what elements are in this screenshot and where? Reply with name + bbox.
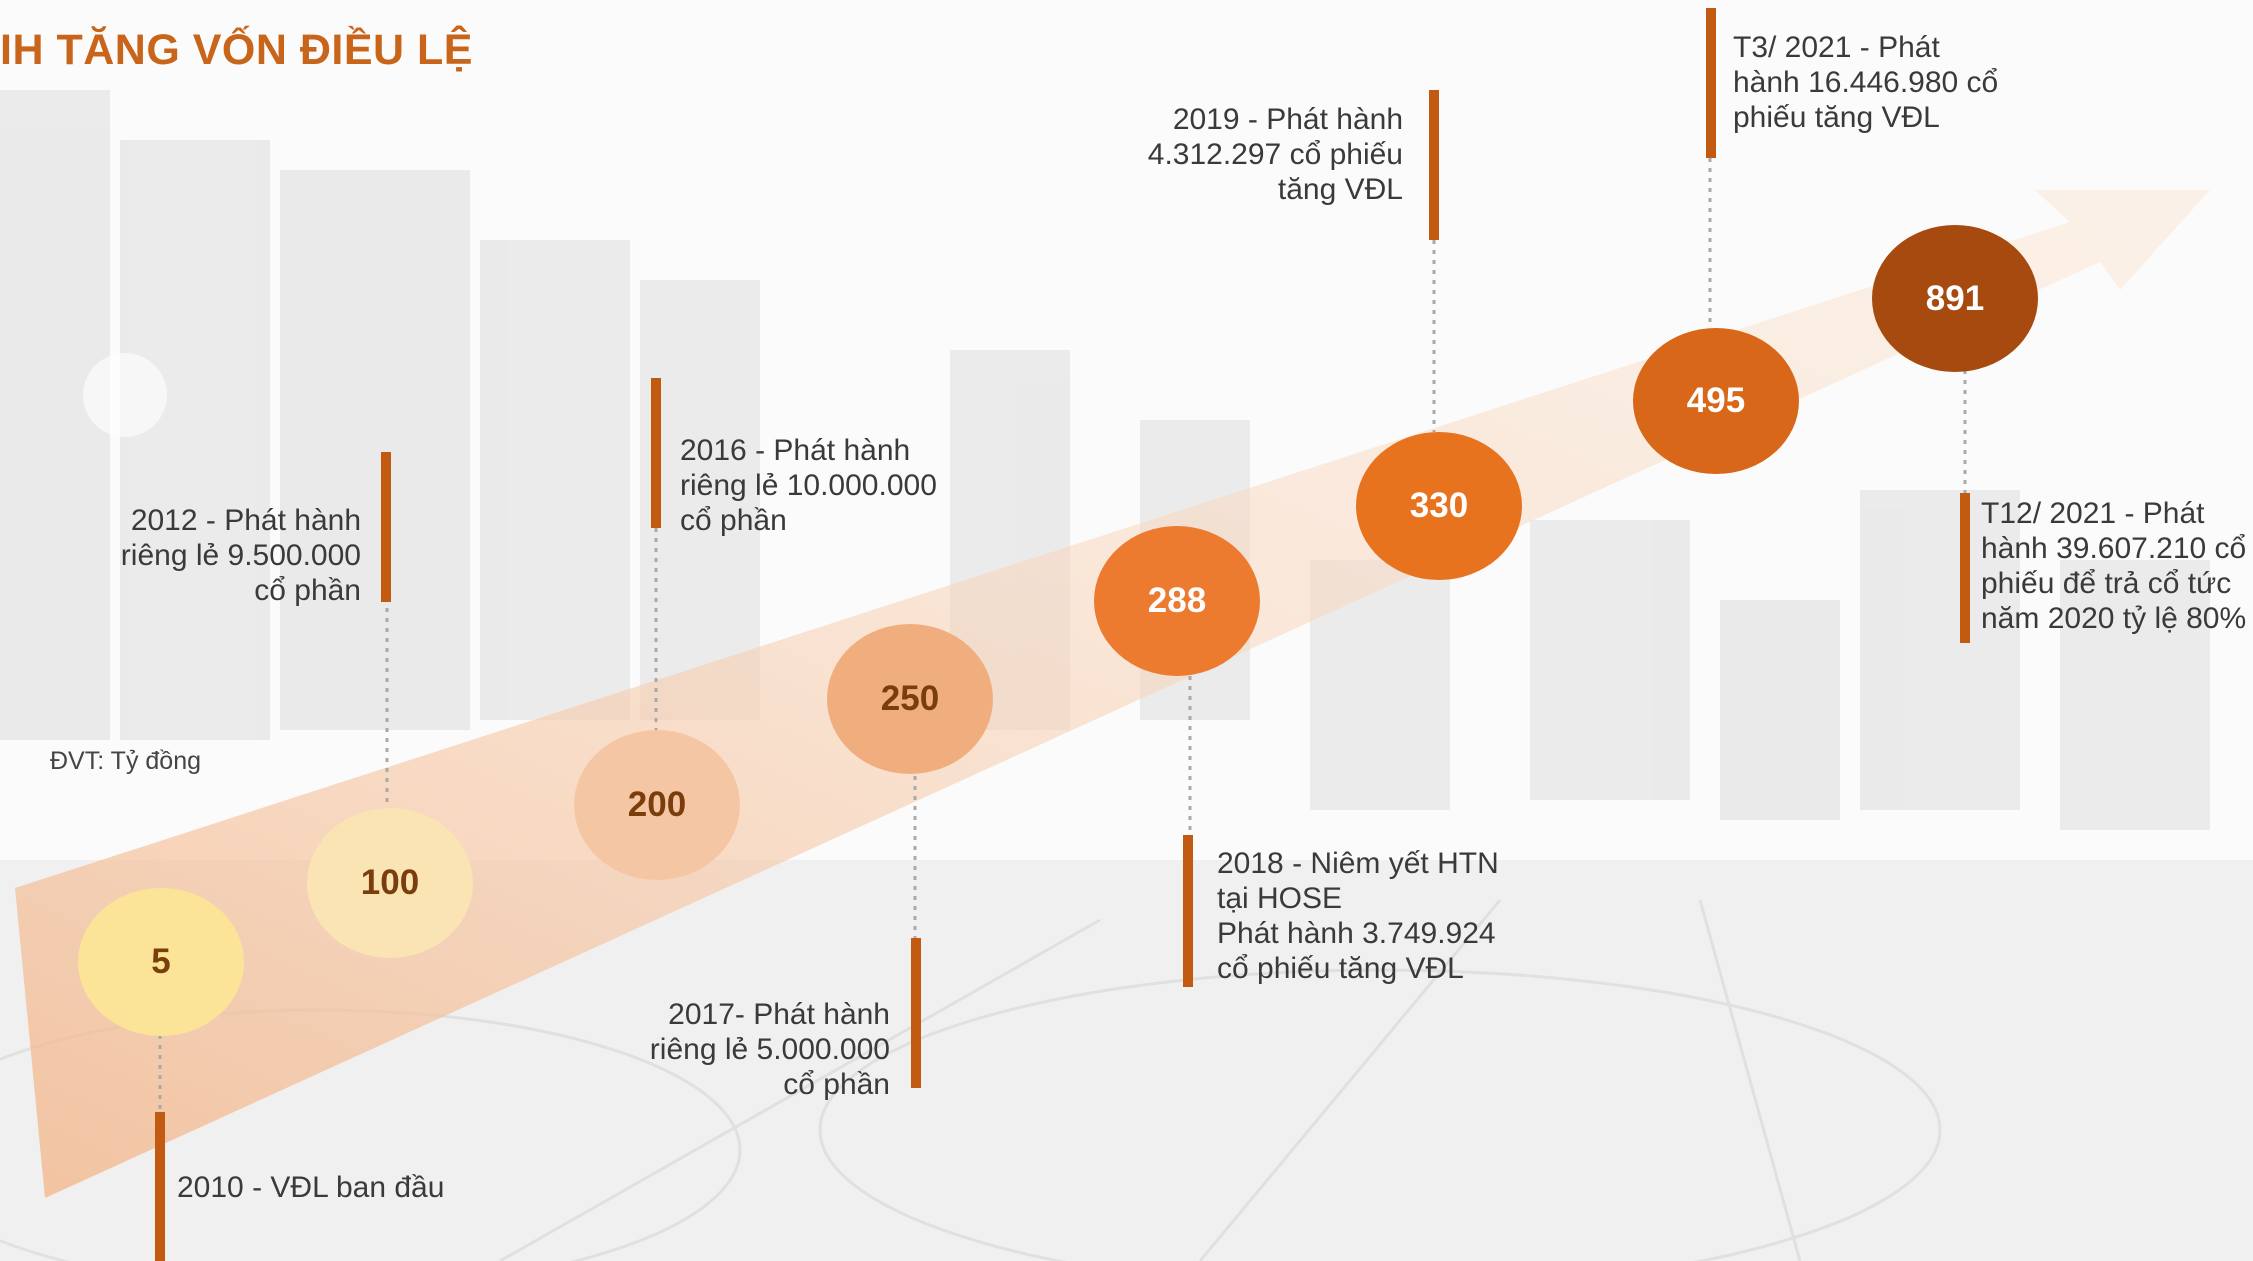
event-label-line: T3/ 2021 - Phát <box>1733 31 1940 64</box>
event-label-t12-2021: T12/ 2021 - Phát hành 39.607.210 cổ phiế… <box>1981 496 2246 636</box>
event-label-line: 2019 - Phát hành <box>1172 103 1403 136</box>
value-node-t3-2021: 495 <box>1633 328 1799 474</box>
event-label-line: cổ phần <box>254 574 361 607</box>
event-label-line: riêng lẻ 9.500.000 <box>120 539 361 572</box>
event-label-line: cổ phiếu tăng VĐL <box>1217 952 1464 985</box>
event-label-line: 2010 - VĐL ban đầu <box>177 1171 445 1204</box>
page-title: IH TĂNG VỐN ĐIỀU LỆ <box>0 26 473 74</box>
value-node-2019: 330 <box>1356 432 1522 580</box>
event-label-line: hành 16.446.980 cổ <box>1733 66 1999 99</box>
event-label-2018: 2018 - Niêm yết HTN tại HOSE Phát hành 3… <box>1217 846 1499 986</box>
event-label-line: T12/ 2021 - Phát <box>1981 497 2205 530</box>
event-bar-2017 <box>911 938 921 1088</box>
value-node-t12-2021: 891 <box>1872 225 2038 372</box>
event-label-line: tại HOSE <box>1217 882 1343 915</box>
event-bar-2018 <box>1183 835 1193 987</box>
event-bar-2012 <box>381 452 391 602</box>
event-label-line: 2012 - Phát hành <box>130 504 361 537</box>
event-bar-t3-2021 <box>1706 8 1716 158</box>
value-node-2017: 250 <box>827 624 993 774</box>
event-label-line: 2017- Phát hành <box>668 998 890 1031</box>
event-label-line: riêng lẻ 10.000.000 <box>680 469 937 502</box>
event-label-t3-2021: T3/ 2021 - Phát hành 16.446.980 cổ phiếu… <box>1733 30 1998 135</box>
event-label-line: 2018 - Niêm yết HTN <box>1217 847 1499 880</box>
event-bar-2010 <box>155 1112 165 1261</box>
event-label-line: tăng VĐL <box>1277 173 1403 206</box>
event-label-2019: 2019 - Phát hành 4.312.297 cổ phiếu tăng… <box>1148 102 1403 207</box>
value-node-2010: 5 <box>78 888 244 1036</box>
event-label-line: 2016 - Phát hành <box>680 434 911 467</box>
event-label-2012: 2012 - Phát hành riêng lẻ 9.500.000 cổ p… <box>121 503 361 608</box>
event-label-line: 4.312.297 cổ phiếu <box>1147 138 1403 171</box>
event-label-line: phiếu để trả cổ tức <box>1981 567 2232 600</box>
event-label-line: Phát hành 3.749.924 <box>1217 917 1496 950</box>
event-bar-2019 <box>1429 90 1439 240</box>
value-node-2012: 100 <box>307 808 473 958</box>
event-label-line: riêng lẻ 5.000.000 <box>649 1033 890 1066</box>
value-node-2018: 288 <box>1094 526 1260 676</box>
unit-note: ĐVT: Tỷ đồng <box>50 747 202 775</box>
event-label-line: cổ phần <box>783 1068 890 1101</box>
event-label-2016: 2016 - Phát hành riêng lẻ 10.000.000 cổ … <box>680 433 937 538</box>
event-label-2017: 2017- Phát hành riêng lẻ 5.000.000 cổ ph… <box>650 997 890 1102</box>
event-label-line: hành 39.607.210 cổ <box>1981 532 2247 565</box>
event-label-line: phiếu tăng VĐL <box>1733 101 1940 134</box>
event-label-2010: 2010 - VĐL ban đầu <box>177 1170 444 1205</box>
event-bar-t12-2021 <box>1960 493 1970 643</box>
event-label-line: cổ phần <box>680 504 787 537</box>
value-node-2016: 200 <box>574 730 740 880</box>
event-bar-2016 <box>651 378 661 528</box>
event-label-line: năm 2020 tỷ lệ 80% <box>1981 602 2247 635</box>
